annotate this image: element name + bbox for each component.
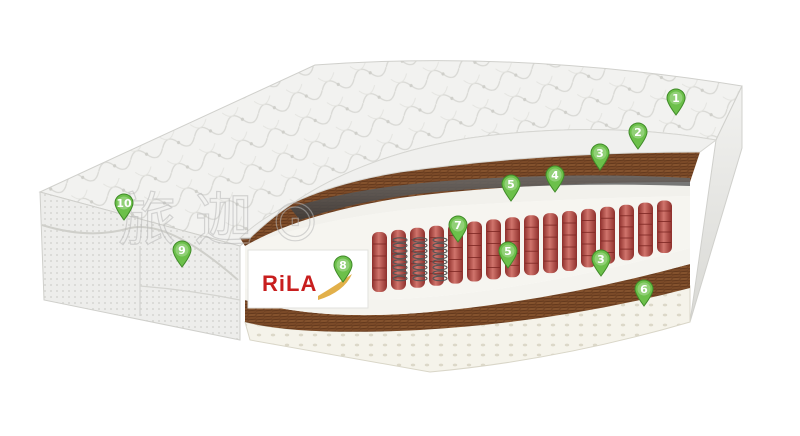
pocket-spring	[372, 232, 387, 292]
steel-coil	[412, 237, 428, 243]
steel-coil	[392, 253, 408, 260]
steel-coil	[392, 248, 408, 254]
steel-coil	[432, 253, 448, 260]
marker-pin-shape	[545, 165, 565, 193]
marker-pin-highlight	[501, 244, 515, 258]
watermark: 旅 迦 ⊙	[118, 186, 319, 254]
felt-layer	[290, 175, 690, 220]
steel-coil	[432, 237, 448, 243]
steel-coil	[412, 248, 428, 254]
marker-label: 2	[634, 126, 642, 139]
marker-pin-5: 5	[501, 174, 521, 202]
marker-label: 3	[596, 147, 604, 160]
steel-coil	[412, 270, 428, 276]
marker-pin-highlight	[451, 218, 465, 232]
marker-pin-highlight	[637, 282, 651, 296]
steel-coil	[392, 237, 408, 243]
pocket-spring	[638, 202, 653, 257]
marker-pin-shape	[628, 122, 648, 150]
marker-pin-highlight	[504, 177, 518, 191]
pocket-spring	[600, 206, 615, 264]
marker-label: 7	[454, 219, 462, 232]
steel-coil	[392, 264, 408, 271]
marker-pin-highlight	[548, 168, 562, 182]
steel-coil	[412, 253, 428, 260]
layer-markers: 1 2 3 4 5 5 3 6 7 8 9 10	[114, 88, 686, 307]
steel-coil	[392, 242, 408, 249]
side-quilt-seam	[41, 224, 239, 281]
pocket-spring	[562, 211, 577, 271]
marker-pin-shape	[448, 215, 468, 243]
marker-pin-9: 9	[172, 240, 192, 268]
marker-label: 6	[640, 283, 648, 296]
marker-pin-shape	[590, 143, 610, 171]
marker-pin-shape	[501, 174, 521, 202]
steel-coil	[412, 264, 428, 271]
marker-pin-highlight	[593, 146, 607, 160]
steel-coil	[412, 242, 428, 249]
marker-pin-3: 3	[590, 143, 610, 171]
marker-pin-10: 10	[114, 193, 134, 221]
steel-coil	[432, 270, 448, 276]
marker-pin-shape	[498, 241, 518, 269]
top-pad	[238, 129, 718, 239]
marker-pin-shape	[172, 240, 192, 268]
pocket-spring	[581, 208, 596, 268]
marker-pin-7: 7	[448, 215, 468, 243]
marker-pin-highlight	[117, 196, 131, 210]
marker-pin-2: 2	[628, 122, 648, 150]
marker-label: 5	[504, 245, 512, 258]
pocket-spring	[467, 221, 482, 282]
pocket-spring	[486, 219, 501, 280]
marker-pin-6: 6	[634, 279, 654, 307]
coconut-layer-lower	[245, 264, 690, 332]
steel-coil	[432, 264, 448, 271]
marker-pin-shape	[591, 249, 611, 277]
brand-logo: RiLA	[262, 271, 317, 296]
marker-label: 10	[116, 197, 132, 210]
marker-pin-4: 4	[545, 165, 565, 193]
marker-label: 8	[339, 259, 347, 272]
marker-label: 9	[178, 244, 186, 257]
marker-pin-highlight	[631, 125, 645, 139]
marker-label: 3	[597, 253, 605, 266]
marker-pin-shape	[634, 279, 654, 307]
marker-pin-shape	[666, 88, 686, 116]
marker-pin-3: 3	[591, 249, 611, 277]
steel-coil	[392, 275, 408, 282]
steel-coil	[432, 259, 448, 265]
side-seam	[139, 285, 241, 301]
pocket-spring	[543, 213, 558, 274]
marker-pin-1: 1	[666, 88, 686, 116]
marker-pin-highlight	[175, 243, 189, 257]
marker-pin-highlight	[669, 91, 683, 105]
marker-pin-shape	[333, 255, 353, 283]
steel-coil	[412, 275, 428, 282]
steel-coil	[432, 275, 448, 282]
steel-coil	[392, 259, 408, 265]
marker-pin-highlight	[336, 258, 350, 272]
marker-label: 1	[672, 92, 680, 105]
marker-pin-shape	[114, 193, 134, 221]
marker-pin-8: 8	[333, 255, 353, 283]
marker-label: 5	[507, 178, 515, 191]
steel-coil	[392, 270, 408, 276]
pocket-spring	[524, 215, 539, 276]
pocket-springs	[372, 200, 672, 292]
marker-pin-5: 5	[498, 241, 518, 269]
marker-label: 4	[551, 169, 559, 182]
pocket-spring	[657, 200, 672, 253]
steel-coil	[432, 248, 448, 254]
pocket-spring	[619, 204, 634, 261]
steel-coil	[412, 259, 428, 265]
foam-layer-upper	[245, 182, 690, 246]
steel-coil	[432, 242, 448, 249]
pocket-spring	[410, 227, 425, 288]
marker-pin-highlight	[594, 252, 608, 266]
